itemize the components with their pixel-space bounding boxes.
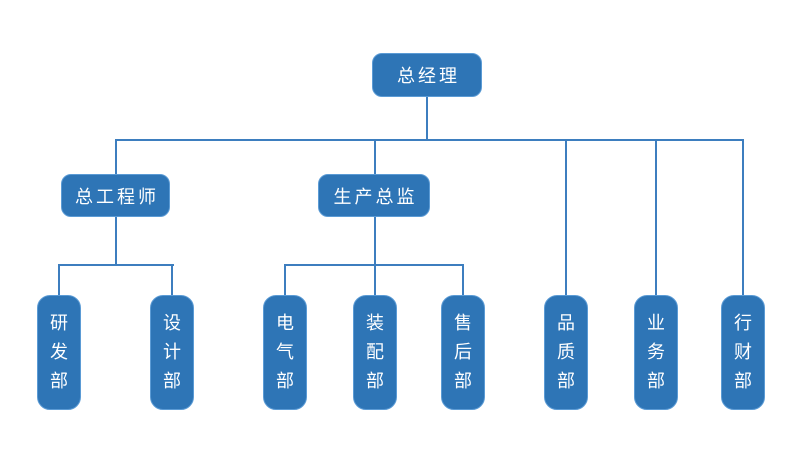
node-quality-dept[interactable]: 品质部 [544, 295, 588, 410]
connector-drop-rd-dept [58, 264, 60, 296]
node-label: 装配部 [366, 313, 384, 391]
connector-drop-business-dept [655, 139, 657, 296]
node-label: 行财部 [734, 313, 752, 391]
node-label: 业务部 [647, 313, 665, 391]
node-rd-dept[interactable]: 研发部 [37, 295, 81, 410]
connector-main-horizontal [115, 139, 744, 141]
connector-chief-engineer-riser [115, 216, 117, 266]
node-assembly-dept[interactable]: 装配部 [353, 295, 397, 410]
connector-drop-aftersales-dept [462, 264, 464, 296]
node-general-manager[interactable]: 总经理 [372, 53, 482, 97]
connector-drop-production-director [374, 139, 376, 175]
node-label: 研发部 [50, 313, 68, 391]
connector-production-director-riser [374, 216, 376, 266]
connector-drop-electrical-dept [284, 264, 286, 296]
node-production-director[interactable]: 生产总监 [318, 174, 430, 217]
node-label: 品质部 [557, 313, 575, 391]
node-chief-engineer[interactable]: 总工程师 [61, 174, 170, 217]
connector-drop-quality-dept [565, 139, 567, 296]
connector-drop-finance-dept [742, 139, 744, 296]
connector-chief-engineer-horizontal [58, 264, 174, 266]
connector-drop-design-dept [171, 264, 173, 296]
node-finance-dept[interactable]: 行财部 [721, 295, 765, 410]
node-label: 总工程师 [75, 186, 159, 207]
connector-drop-assembly-dept [374, 264, 376, 296]
node-label: 总经理 [397, 66, 460, 86]
node-aftersales-dept[interactable]: 售后部 [441, 295, 485, 410]
node-label: 生产总监 [333, 186, 418, 207]
node-label: 电气部 [276, 313, 294, 391]
node-design-dept[interactable]: 设计部 [150, 295, 194, 410]
connector-drop-chief-engineer [115, 139, 117, 175]
node-business-dept[interactable]: 业务部 [634, 295, 678, 410]
node-label: 设计部 [163, 313, 181, 391]
connector-gm-riser [426, 96, 428, 141]
node-label: 售后部 [454, 313, 472, 391]
node-electrical-dept[interactable]: 电气部 [263, 295, 307, 410]
